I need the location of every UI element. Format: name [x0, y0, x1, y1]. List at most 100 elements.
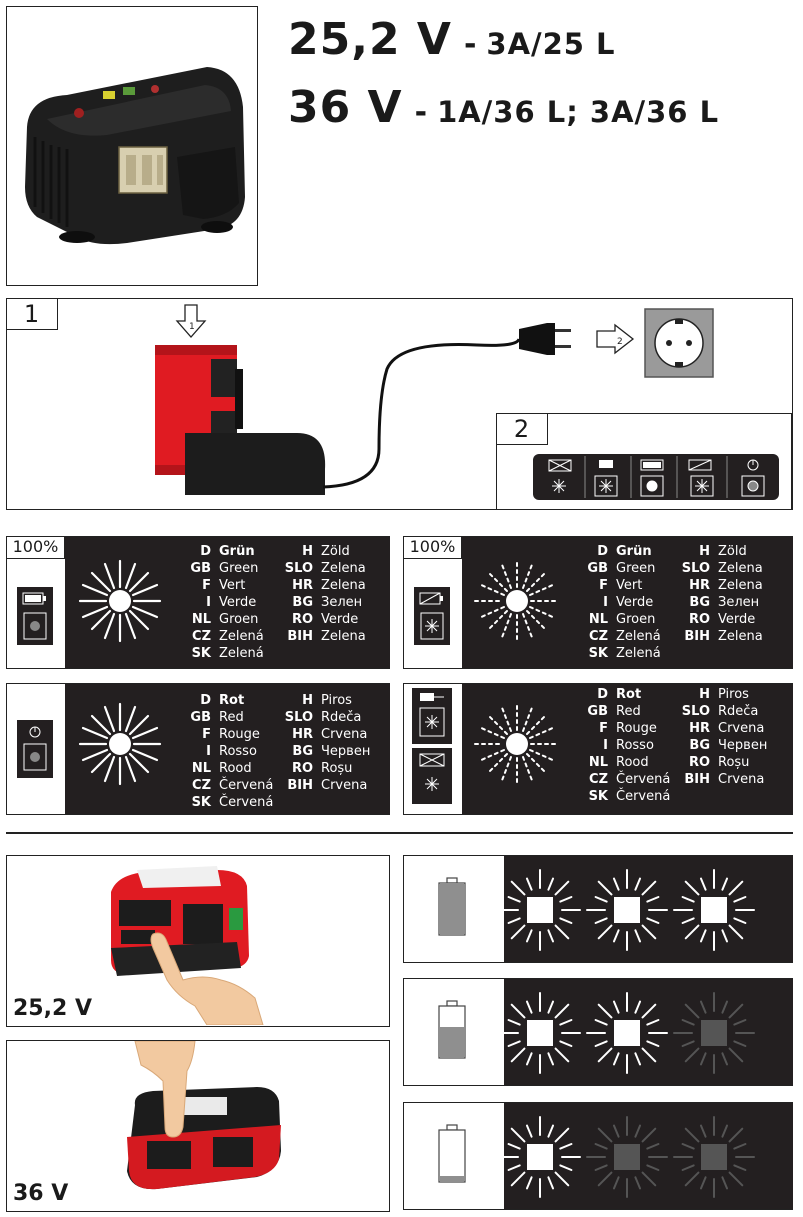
- section-divider: [6, 832, 793, 834]
- led-ray: [554, 1003, 570, 1019]
- battery-level-icon: [438, 1129, 466, 1183]
- led-ray: [507, 895, 521, 903]
- charger-insert-diagram: 1 2: [155, 304, 714, 495]
- battery-25v-photo-frame: 25,2 V: [6, 855, 390, 1027]
- led-ray: [547, 929, 555, 943]
- indicator-temperature-defect-icon: [412, 688, 452, 804]
- led-lit: [673, 869, 755, 951]
- led-ray: [681, 1142, 695, 1150]
- led-ray: [646, 1164, 660, 1172]
- led-ray: [507, 1018, 521, 1026]
- led-ray: [597, 1127, 613, 1143]
- led-ray: [733, 1164, 747, 1172]
- led-ray: [728, 880, 744, 896]
- dash: -: [414, 95, 428, 130]
- led-ray: [594, 1142, 608, 1150]
- battery-spec-25: 3A/25 L: [486, 27, 616, 61]
- led-ray: [728, 1003, 744, 1019]
- led-ray: [721, 929, 729, 943]
- led-ray: [684, 1171, 700, 1187]
- led-square: [527, 1144, 553, 1170]
- led-ray: [699, 877, 707, 891]
- led-square: [614, 1020, 640, 1046]
- led-ray: [612, 1000, 620, 1014]
- led-ray: [634, 1052, 642, 1066]
- led-square: [701, 1144, 727, 1170]
- light-solid-icon: [78, 702, 162, 786]
- led-ray: [507, 1040, 521, 1048]
- led-ray: [525, 1124, 533, 1138]
- battery-terminal: [446, 877, 458, 884]
- led-ray: [559, 895, 573, 903]
- led-ray: [525, 877, 533, 891]
- led-ray: [594, 1164, 608, 1172]
- led-ray: [728, 1047, 744, 1063]
- led-ray: [646, 1018, 660, 1026]
- charge-level-indicators: [438, 869, 755, 1198]
- led-ray: [641, 1047, 657, 1063]
- battery-terminal: [446, 1124, 458, 1131]
- led-ray: [510, 1003, 526, 1019]
- led-lit: [499, 1116, 581, 1198]
- led-ray: [547, 1176, 555, 1190]
- led-ray: [684, 880, 700, 896]
- led-ray: [559, 1018, 573, 1026]
- led-ray: [646, 917, 660, 925]
- product-photo-frame: [6, 6, 258, 286]
- led-ray: [597, 880, 613, 896]
- led-ray: [646, 1142, 660, 1150]
- led-ray: [733, 895, 747, 903]
- indicator-charging-icon: [414, 587, 450, 645]
- led-square: [701, 897, 727, 923]
- led-ray: [554, 880, 570, 896]
- led-ray: [641, 924, 657, 940]
- led-ray: [699, 1124, 707, 1138]
- step-2-panel: 2: [495, 412, 792, 510]
- led-ray: [684, 1047, 700, 1063]
- led-ray: [554, 1127, 570, 1143]
- led-ray: [721, 877, 729, 891]
- led-ray: [634, 929, 642, 943]
- charge-level-row-3: [403, 1102, 793, 1210]
- led-ray: [684, 924, 700, 940]
- led-ray: [612, 1176, 620, 1190]
- battery-fill: [440, 883, 464, 935]
- led-ray: [597, 1003, 613, 1019]
- battery-36v-photo-frame: 36 V: [6, 1040, 390, 1212]
